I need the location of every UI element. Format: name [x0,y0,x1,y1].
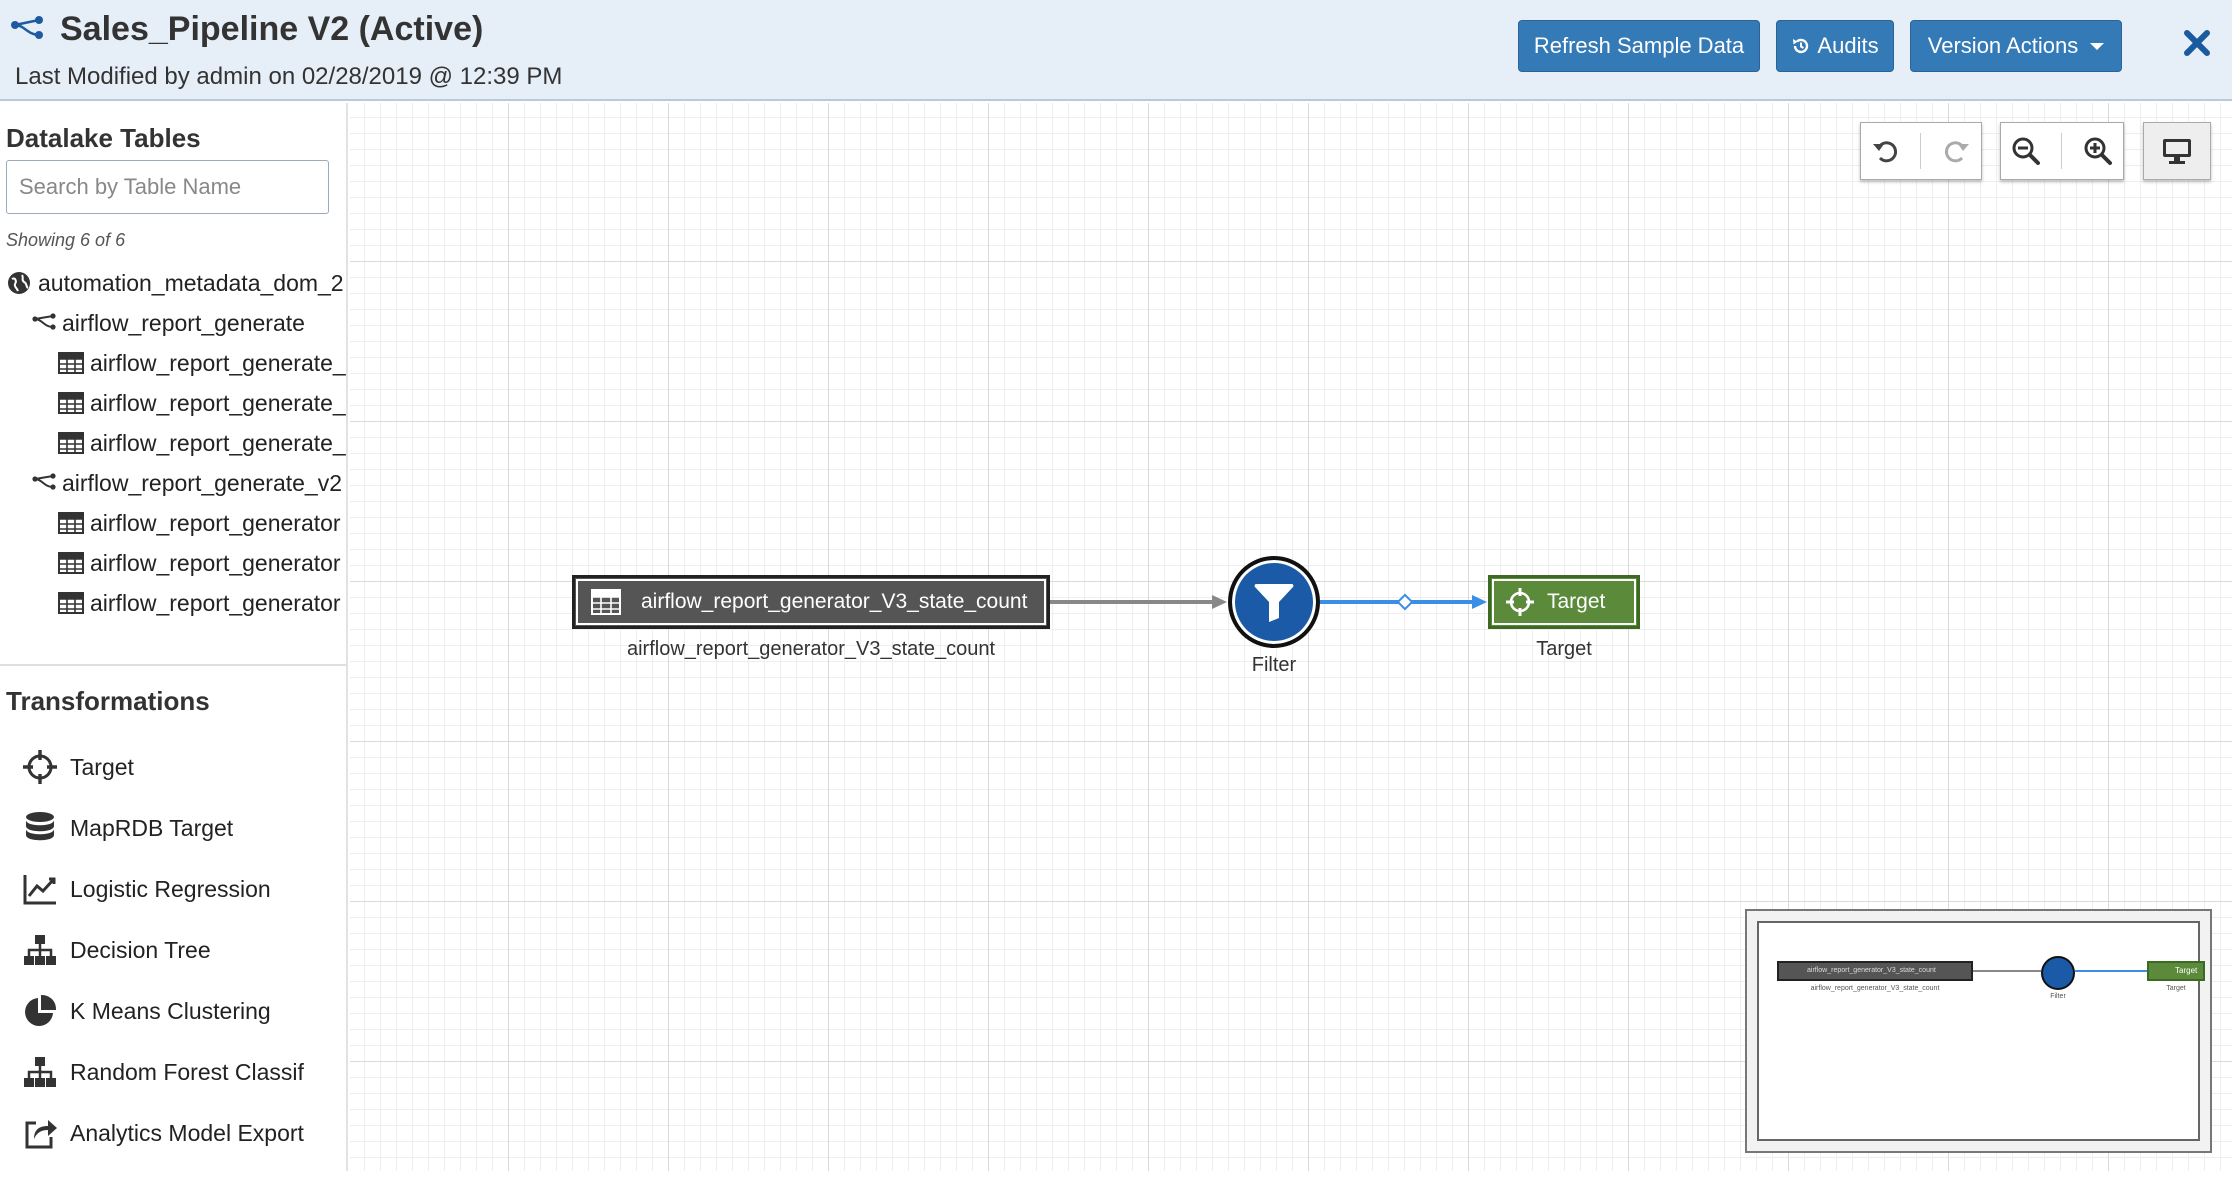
transformation-label: Logistic Regression [70,875,271,902]
transformation-target[interactable]: Target [22,745,342,789]
audits-label: Audits [1817,33,1879,58]
datalake-tables-heading: Datalake Tables [6,123,201,153]
table-icon [58,512,84,534]
tree-item-database[interactable]: automation_metadata_dom_2 [6,266,348,300]
minimap-edges [1973,970,2147,972]
tree-item-label: airflow_report_generator [90,509,341,536]
table-icon [58,352,84,374]
transformations-heading: Transformations [6,686,210,716]
tree-item-label: airflow_report_generator [90,549,341,576]
tree-item-pipeline[interactable]: airflow_report_generate [32,306,348,340]
table-icon [58,432,84,454]
caret-down-icon [2090,42,2105,50]
tree-item-label: airflow_report_generate_ [90,349,346,376]
tree-item-label: airflow_report_generate_v2 [62,469,343,496]
globe-icon [8,272,30,294]
undo-redo-group [1860,122,1982,180]
transformation-label: MapRDB Target [70,814,234,841]
version-actions-dropdown[interactable]: Version Actions [1910,20,2122,72]
zoom-out-icon[interactable] [2011,136,2041,166]
undo-icon[interactable] [1871,136,1901,166]
tree-item-table[interactable]: airflow_report_generate_ [58,426,348,460]
pipeline-icon [11,15,43,39]
table-icon [58,392,84,414]
pipeline-icon [32,313,56,330]
tree-item-table[interactable]: airflow_report_generator [58,586,348,620]
tree-item-pipeline[interactable]: airflow_report_generate_v2 [32,466,348,500]
tree-item-label: airflow_report_generate [62,309,305,336]
table-icon [591,589,621,615]
filter-node[interactable] [1228,556,1320,648]
tree-item-label: airflow_report_generator [90,589,341,616]
table-search-input[interactable] [6,160,329,214]
sitemap-icon [24,1057,56,1087]
transformation-label: K Means Clustering [70,997,271,1024]
line-chart-icon [23,875,56,905]
tree-item-label: airflow_report_generate_ [90,429,346,456]
filter-icon [1254,584,1294,622]
pipeline-icon [32,473,56,490]
transformation-random-forest[interactable]: Random Forest Classif [22,1050,342,1094]
target-node[interactable]: Target [1488,575,1640,629]
transformation-label: Target [70,753,134,780]
fullscreen-group [2143,122,2211,180]
showing-count: Showing 6 of 6 [6,230,126,250]
source-node-caption: airflow_report_generator_V3_state_count [626,638,996,660]
zoom-in-icon[interactable] [2083,136,2113,166]
source-node-label: airflow_report_generator_V3_state_count [641,590,1028,613]
table-icon [58,592,84,614]
target-node-caption: Target [1536,638,1592,660]
minimap-target-node: Target [2147,961,2205,981]
minimap-source-caption: airflow_report_generator_V3_state_count [1810,985,1940,992]
page-title: Sales_Pipeline V2 (Active) [60,10,484,48]
transformation-decision-tree[interactable]: Decision Tree [22,928,342,972]
crosshair-icon [1506,588,1534,616]
tree-item-table[interactable]: airflow_report_generator [58,546,348,580]
toolbar-separator [2061,133,2063,169]
close-icon[interactable] [2182,28,2212,58]
history-icon [1793,38,1809,54]
transformation-label: Decision Tree [70,936,211,963]
table-icon [58,552,84,574]
last-modified-text: Last Modified by admin on 02/28/2019 @ 1… [15,63,563,90]
source-table-node[interactable]: airflow_report_generator_V3_state_count [572,575,1050,629]
share-icon [25,1120,57,1149]
redo-icon[interactable] [1941,136,1971,166]
tree-item-label: automation_metadata_dom_2 [38,269,344,296]
minimap-filter-caption: Filter [2050,993,2066,1000]
zoom-group [2000,122,2124,180]
version-actions-label: Version Actions [1927,33,2079,58]
audits-button[interactable]: Audits [1776,20,1894,72]
minimap-filter-node [2041,956,2075,990]
tree-item-table[interactable]: airflow_report_generator [58,506,348,540]
header: Sales_Pipeline V2 (Active) Last Modified… [0,0,2232,101]
minimap-target-caption: Target [2166,985,2186,992]
target-node-label: Target [1547,590,1606,613]
monitor-icon[interactable] [2161,137,2193,165]
transformation-k-means[interactable]: K Means Clustering [22,989,342,1033]
toolbar-separator [1920,133,1922,169]
transformation-logistic-regression[interactable]: Logistic Regression [22,867,342,911]
tree-item-label: airflow_report_generate_ [90,389,346,416]
pie-chart-icon [25,994,57,1026]
transformation-label: Random Forest Classif [70,1058,304,1085]
transformation-analytics-model-export[interactable]: Analytics Model Export [22,1111,342,1155]
transformation-label: Analytics Model Export [70,1119,304,1146]
refresh-sample-data-button[interactable]: Refresh Sample Data [1518,20,1760,72]
refresh-sample-data-label: Refresh Sample Data [1533,33,1745,58]
sidebar-divider [0,664,348,666]
title-row: Sales_Pipeline V2 (Active) [10,10,483,49]
sitemap-icon [24,935,56,965]
database-icon [26,812,54,841]
minimap-source-node: airflow_report_generator_V3_state_count [1777,961,1973,981]
tree-item-table[interactable]: airflow_report_generate_ [58,386,348,420]
minimap-viewport[interactable]: airflow_report_generator_V3_state_count … [1757,921,2205,1141]
sidebar: Datalake Tables Showing 6 of 6 automatio… [0,103,348,1171]
tree-item-table[interactable]: airflow_report_generate_ [58,346,348,380]
crosshair-icon [23,750,57,784]
minimap[interactable]: airflow_report_generator_V3_state_count … [1745,909,2212,1153]
transformation-maprdb-target[interactable]: MapRDB Target [22,806,342,850]
filter-node-caption: Filter [1251,654,1297,676]
